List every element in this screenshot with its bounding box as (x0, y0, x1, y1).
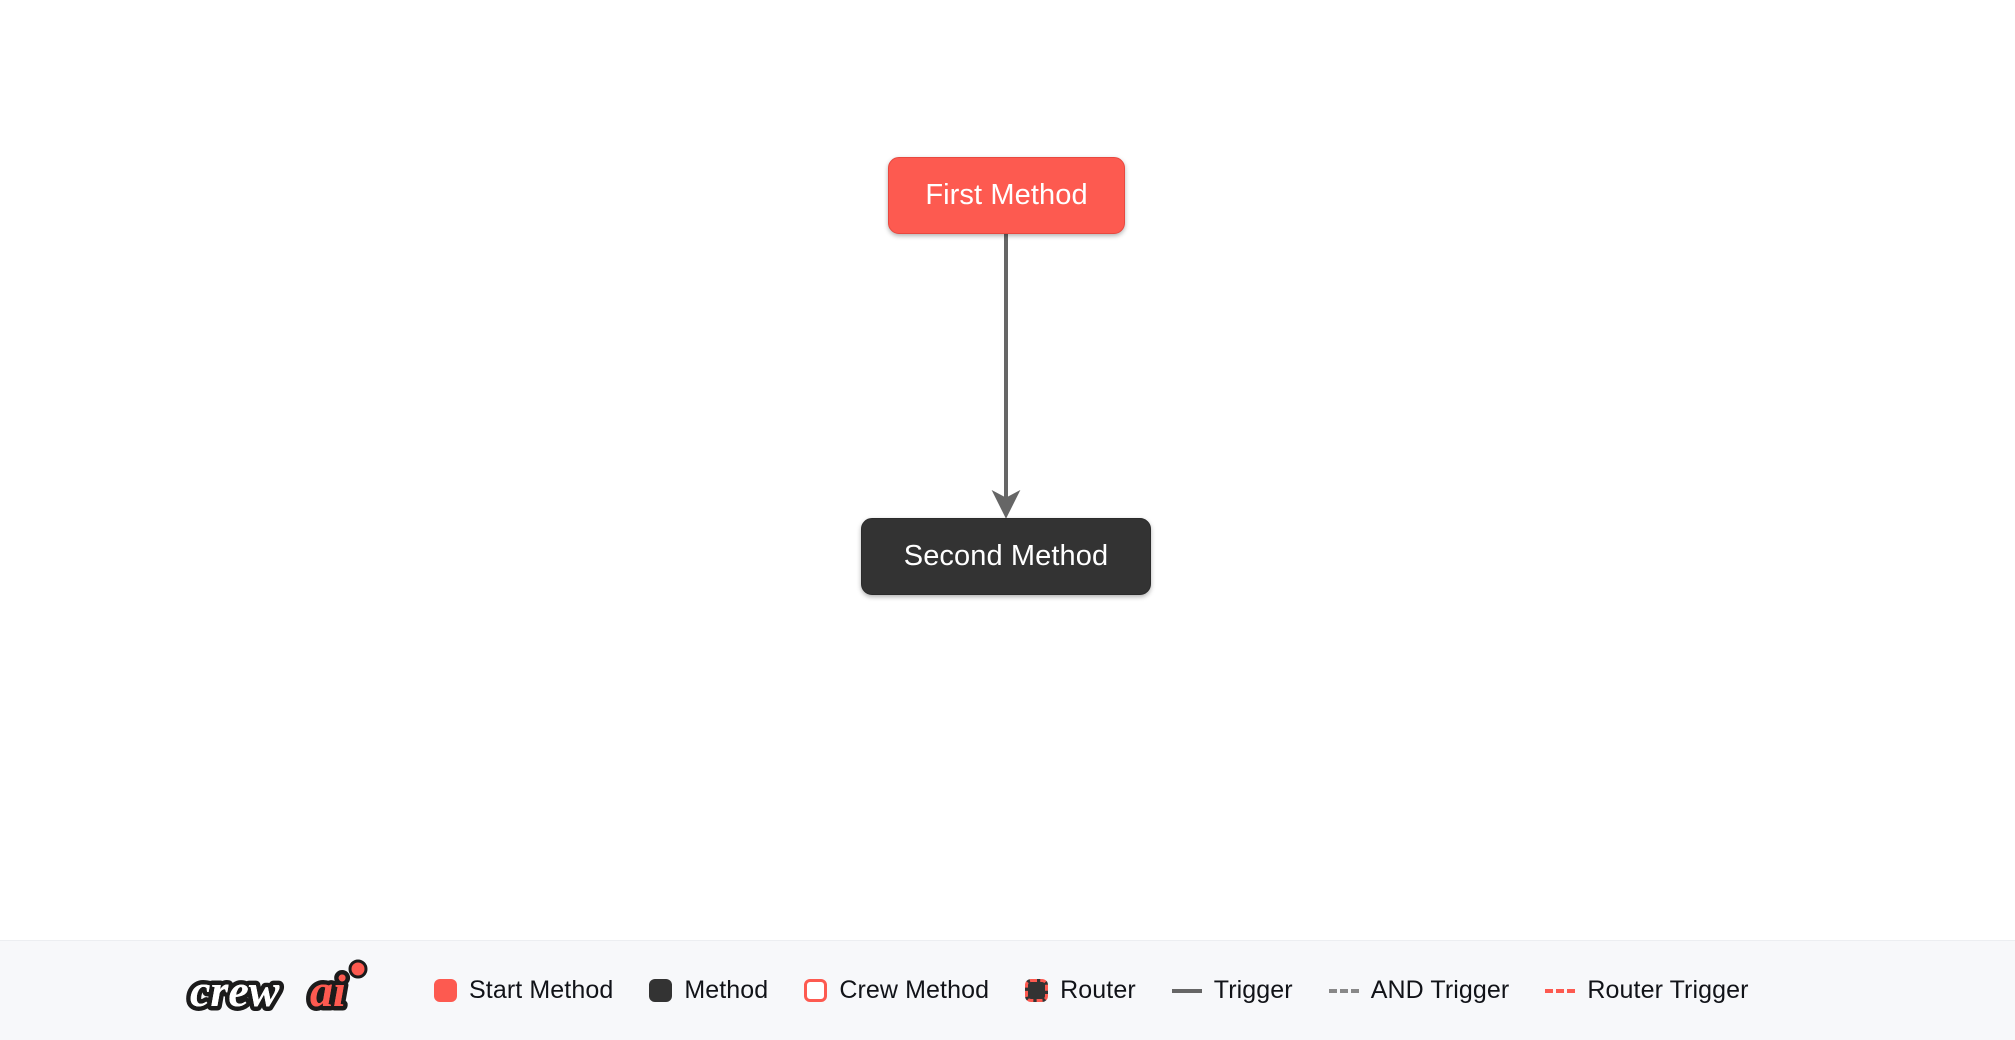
flow-canvas[interactable]: First Method Second Method (0, 0, 2015, 940)
legend-item-crew-method[interactable]: Crew Method (804, 978, 989, 1003)
crewai-logo[interactable]: crew crew ai ai (186, 959, 404, 1023)
legend-label: Router Trigger (1587, 976, 1749, 1004)
legend-item-router-trigger[interactable]: Router Trigger (1545, 978, 1748, 1003)
edges-layer (991, 234, 1021, 519)
and-trigger-line-icon (1328, 988, 1359, 993)
flow-node-second-method[interactable]: Second Method (861, 518, 1151, 595)
legend-item-start-method[interactable]: Start Method (434, 978, 613, 1003)
trigger-line-icon (1171, 988, 1202, 993)
svg-text:crew: crew (190, 965, 280, 1016)
legend-item-trigger[interactable]: Trigger (1171, 976, 1293, 1004)
flow-node-label: Second Method (903, 540, 1109, 572)
legend-label: Trigger (1213, 976, 1293, 1004)
flow-node-label: First Method (925, 179, 1088, 211)
legend-label: Router (1060, 976, 1136, 1004)
method-swatch-icon (649, 979, 673, 1002)
legend-label: Crew Method (839, 976, 990, 1004)
legend-bar: crew crew ai ai Start Method Method Crew… (0, 940, 2015, 1040)
legend-item-and-trigger[interactable]: AND Trigger (1328, 976, 1510, 1004)
crew-method-swatch-icon (804, 979, 828, 1002)
svg-text:crew: crew (190, 965, 280, 1016)
svg-text:ai: ai (310, 965, 346, 1016)
svg-text:ai: ai (310, 965, 346, 1016)
legend-items: Start Method Method Crew Method Router T… (434, 978, 1749, 1003)
legend-item-router[interactable]: Router (1025, 978, 1136, 1003)
flow-node-first-method[interactable]: First Method (888, 157, 1125, 234)
legend-label: Method (684, 976, 769, 1004)
crewai-logo-icon: crew crew ai ai (186, 959, 368, 1020)
legend-label: AND Trigger (1370, 976, 1510, 1004)
legend-label: Start Method (469, 976, 614, 1004)
router-trigger-line-icon (1545, 988, 1576, 993)
start-method-swatch-icon (434, 979, 457, 1002)
legend-item-method[interactable]: Method (649, 978, 768, 1003)
router-swatch-icon (1025, 979, 1049, 1002)
